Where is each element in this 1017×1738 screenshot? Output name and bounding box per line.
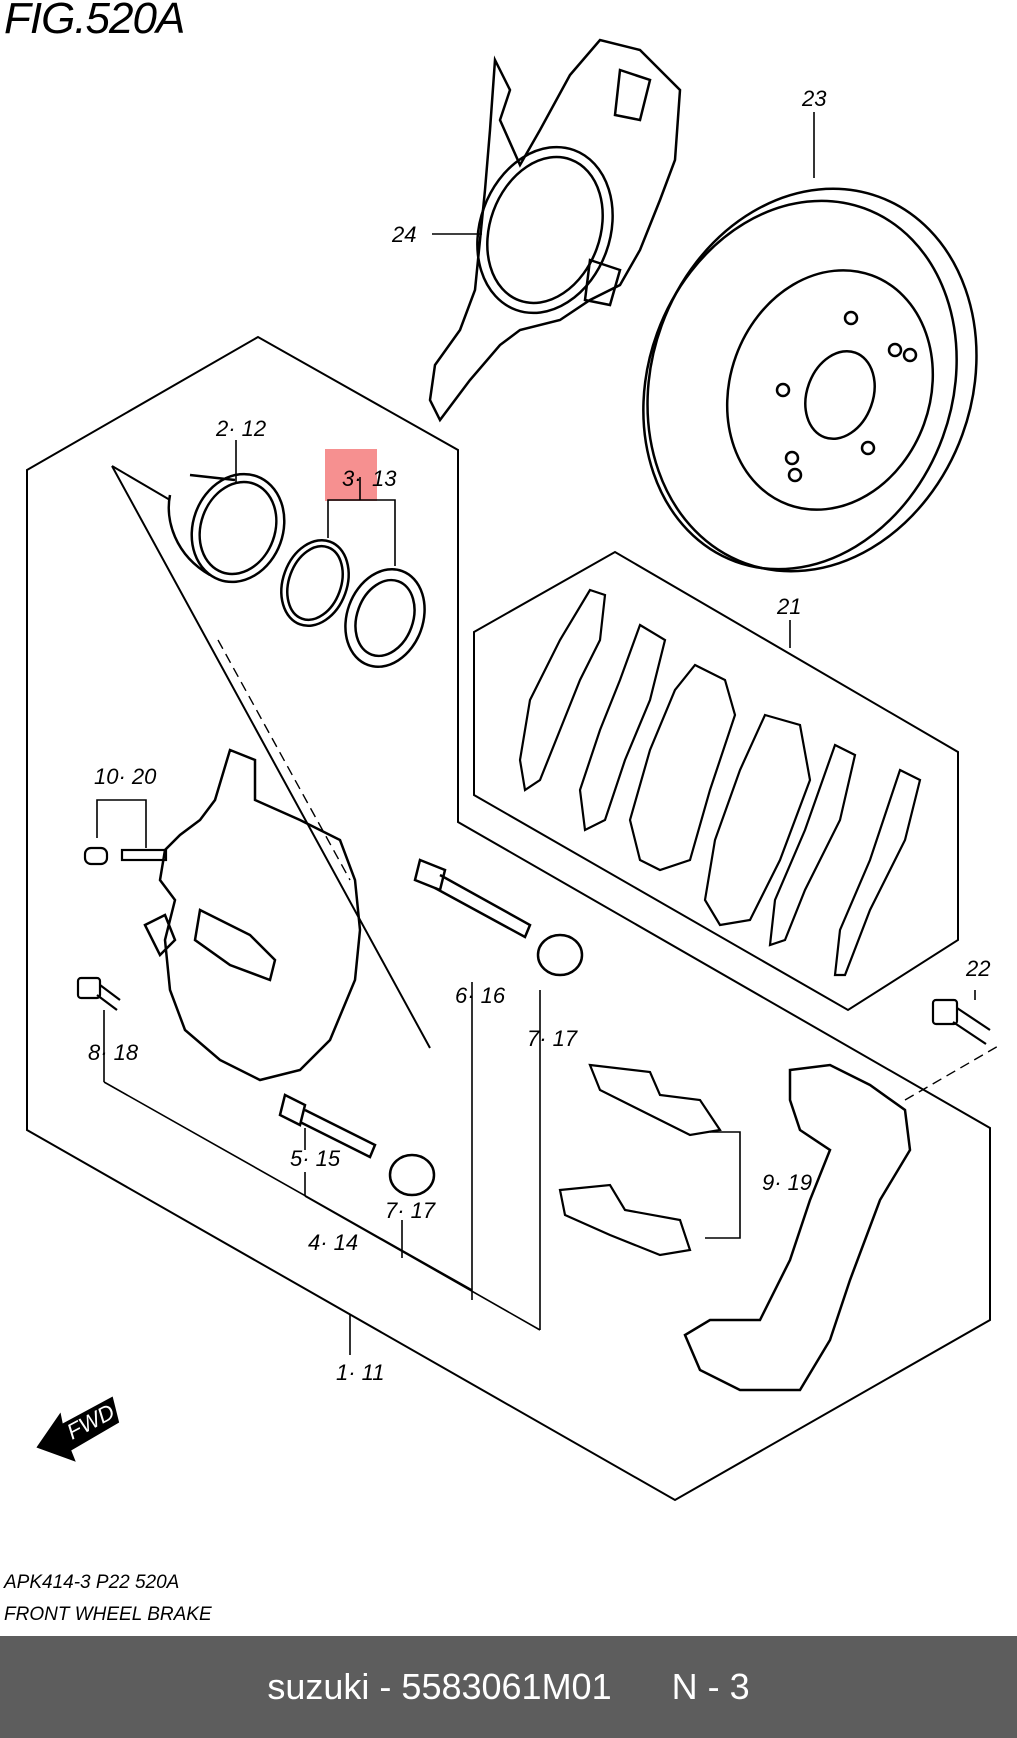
callout-5-15: 5· 15 — [290, 1146, 341, 1171]
footer-part-number: 5583061M01 — [401, 1666, 612, 1707]
callout-3: 3· — [342, 466, 362, 491]
caliper-bracket-part — [683, 1063, 912, 1392]
callout-6-16: 6· 16 — [455, 983, 506, 1008]
footer-separator: - — [379, 1666, 392, 1707]
guide-pin-upper-part — [413, 858, 532, 939]
callout-13: 13 — [372, 466, 397, 491]
pad-clip-part — [558, 1063, 722, 1257]
piston-seal-part — [280, 538, 350, 628]
brake-pad-group-outline — [473, 550, 959, 1012]
caliper-body-part — [143, 748, 362, 1082]
callout-9-19: 9· 19 — [762, 1170, 812, 1195]
dust-shield-part — [428, 38, 682, 423]
footer-bar: suzuki - 5583061M01 N - 3 — [0, 1636, 1017, 1738]
guide-pin-lower-part — [278, 1093, 377, 1159]
brake-disc-part — [642, 187, 978, 573]
brake-pads-part — [518, 588, 922, 977]
bracket-bolt-part — [931, 998, 991, 1045]
leader-lines — [96, 112, 976, 1355]
figure-code: APK414-3 P22 520A — [4, 1572, 180, 1593]
highlight-marker — [325, 449, 377, 501]
exploded-view-diagram: FWD 24 23 2· 12 3· 13 21 10· 20 6· 16 7·… — [26, 38, 1001, 1502]
footer-brand: suzuki — [267, 1666, 370, 1707]
callout-23: 23 — [801, 86, 827, 111]
footer-position: N - 3 — [671, 1666, 750, 1707]
callout-4-14: 4· 14 — [308, 1230, 358, 1255]
callout-22: 22 — [965, 956, 990, 981]
pin-boot-upper-part — [536, 933, 584, 977]
callout-1-11: 1· 11 — [336, 1360, 385, 1385]
callout-7-17-upper: 7· 17 — [527, 1026, 578, 1051]
callout-7-17-lower: 7· 17 — [385, 1198, 436, 1223]
callout-24: 24 — [391, 222, 416, 247]
piston-part — [167, 472, 286, 584]
callout-21: 21 — [776, 594, 801, 619]
bleeder-part — [83, 846, 168, 866]
figure-title: FIG.520A — [4, 0, 185, 43]
caliper-group-outline — [26, 335, 991, 1502]
pin-boot-lower-part — [388, 1153, 436, 1197]
figure-name: FRONT WHEEL BRAKE — [4, 1604, 212, 1625]
caliper-bolt-part — [76, 976, 121, 1011]
callout-10-20: 10· 20 — [94, 764, 157, 789]
fwd-arrow: FWD — [36, 1396, 120, 1462]
seal-group-outline — [111, 465, 431, 1049]
piston-boot-part — [344, 568, 426, 668]
callout-8-18: 8· 18 — [88, 1040, 139, 1065]
callout-2-12: 2· 12 — [215, 416, 266, 441]
